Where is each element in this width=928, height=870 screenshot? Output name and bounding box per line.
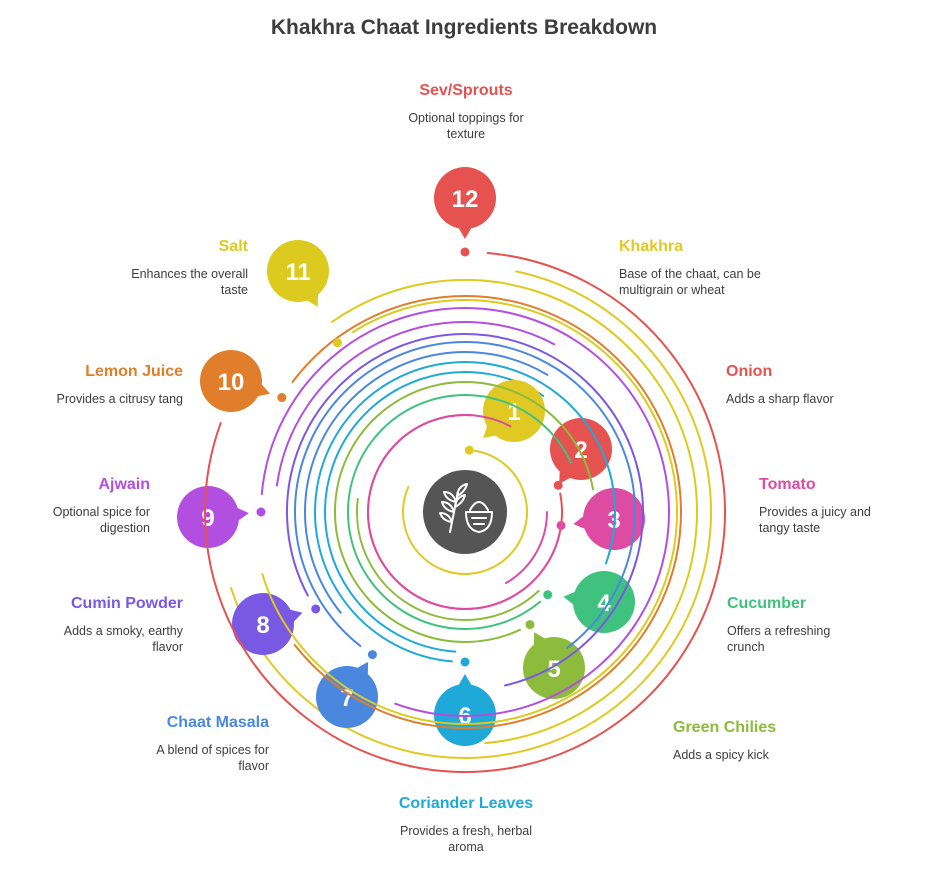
number-label-4: 4 (597, 590, 611, 617)
label-item-12: Sev/Sprouts Optional toppings for textur… (351, 81, 581, 142)
label-item-1: Khakhra Base of the chaat, can be multig… (619, 237, 849, 298)
decor-ring-5 (275, 321, 556, 487)
ring-item-6 (314, 361, 616, 663)
item-12-description: Optional toppings for texture (408, 111, 524, 141)
ring-item-11 (261, 299, 678, 725)
number-bubble-8 (232, 593, 294, 655)
number-bubble-5 (523, 637, 585, 699)
ring-dot-5 (525, 620, 535, 630)
label-item-11: Salt Enhances the overall taste (18, 237, 248, 298)
number-label-5: 5 (547, 656, 560, 683)
number-label-8: 8 (256, 612, 269, 639)
ring-dot-11 (332, 338, 342, 348)
item-5-description: Adds a spicy kick (673, 748, 769, 762)
number-bubble-4 (573, 571, 635, 633)
ring-dot-4 (543, 590, 553, 600)
item-7-name: Chaat Masala (166, 714, 269, 731)
item-11-name: Salt (218, 238, 248, 255)
item-10-description: Provides a citrusy tang (56, 392, 183, 406)
ring-item-1 (402, 449, 528, 575)
number-label-10: 10 (218, 369, 245, 396)
item-4-description: Offers a refreshing crunch (727, 624, 831, 654)
ring-item-9 (260, 307, 670, 717)
number-bubble-10 (200, 350, 262, 412)
decor-ring-2 (356, 497, 540, 621)
item-2-name: Onion (726, 363, 773, 380)
number-bubble-6 (434, 684, 496, 746)
label-item-10: Lemon Juice Provides a citrusy tang (0, 362, 183, 407)
ring-dot-9 (256, 507, 266, 517)
label-item-2: Onion Adds a sharp flavor (726, 362, 928, 407)
number-label-1: 1 (507, 399, 520, 426)
label-item-5: Green Chilies Adds a spicy kick (673, 718, 903, 763)
item-9-name: Ajwain (98, 476, 150, 493)
number-label-11: 11 (285, 259, 310, 286)
item-4-name: Cucumber (727, 595, 807, 612)
ring-dot-10 (277, 393, 287, 403)
item-5-name: Green Chilies (673, 719, 777, 736)
label-item-3: Tomato Provides a juicy and tangy taste (759, 475, 928, 536)
item-11-description: Enhances the overall taste (131, 267, 248, 297)
item-3-name: Tomato (759, 476, 816, 493)
ring-dot-1 (464, 445, 474, 455)
label-item-8: Cumin Powder Adds a smoky, earthy flavor (0, 594, 183, 655)
label-item-6: Coriander Leaves Provides a fresh, herba… (351, 794, 581, 855)
number-bubble-2 (550, 418, 612, 480)
decor-ring-4 (304, 351, 549, 614)
item-1-name: Khakhra (619, 238, 684, 255)
ring-item-10 (291, 295, 682, 729)
decor-ring-6 (330, 279, 698, 745)
label-item-7: Chaat Masala A blend of spices for flavo… (39, 713, 269, 774)
ring-dot-3 (556, 520, 566, 530)
number-bubble-11 (267, 240, 329, 302)
wheat-and-bowl-icon (423, 470, 507, 554)
number-bubble-9 (177, 486, 239, 548)
number-bubble-1 (483, 380, 545, 442)
number-label-9: 9 (201, 505, 214, 532)
item-2-description: Adds a sharp flavor (726, 392, 834, 406)
item-1-description: Base of the chaat, can be multigrain or … (619, 267, 761, 297)
ring-item-5 (334, 381, 595, 643)
item-8-description: Adds a smoky, earthy flavor (63, 624, 183, 654)
ring-dot-7 (367, 650, 377, 660)
diagram-title: Khakhra Chaat Ingredients Breakdown (270, 16, 658, 39)
item-3-description: Provides a juicy and tangy taste (759, 505, 871, 535)
number-bubble-12 (434, 167, 496, 229)
ring-dot-8 (311, 604, 321, 614)
item-6-name: Coriander Leaves (398, 795, 534, 812)
ring-item-4 (347, 394, 573, 630)
item-9-description: Optional spice for digestion (52, 505, 150, 535)
ring-item-7 (294, 341, 636, 649)
label-item-9: Ajwain Optional spice for digestion (0, 475, 150, 536)
number-label-2: 2 (574, 437, 587, 464)
item-7-description: A blend of spices for flavor (156, 743, 269, 773)
label-item-4: Cucumber Offers a refreshing crunch (727, 594, 928, 655)
item-8-name: Cumin Powder (70, 595, 183, 612)
decor-ring-3 (324, 371, 545, 653)
decor-ring-1 (505, 511, 548, 585)
ring-item-3 (367, 414, 561, 610)
item-12-name: Sev/Sprouts (419, 82, 513, 99)
number-label-12: 12 (452, 186, 479, 213)
ring-dot-12 (460, 247, 470, 257)
ring-dot-6 (460, 657, 470, 667)
ring-item-12 (204, 251, 726, 773)
item-6-description: Provides a fresh, herbal aroma (399, 824, 532, 854)
item-10-name: Lemon Juice (85, 363, 183, 380)
ring-item-8 (286, 333, 644, 687)
